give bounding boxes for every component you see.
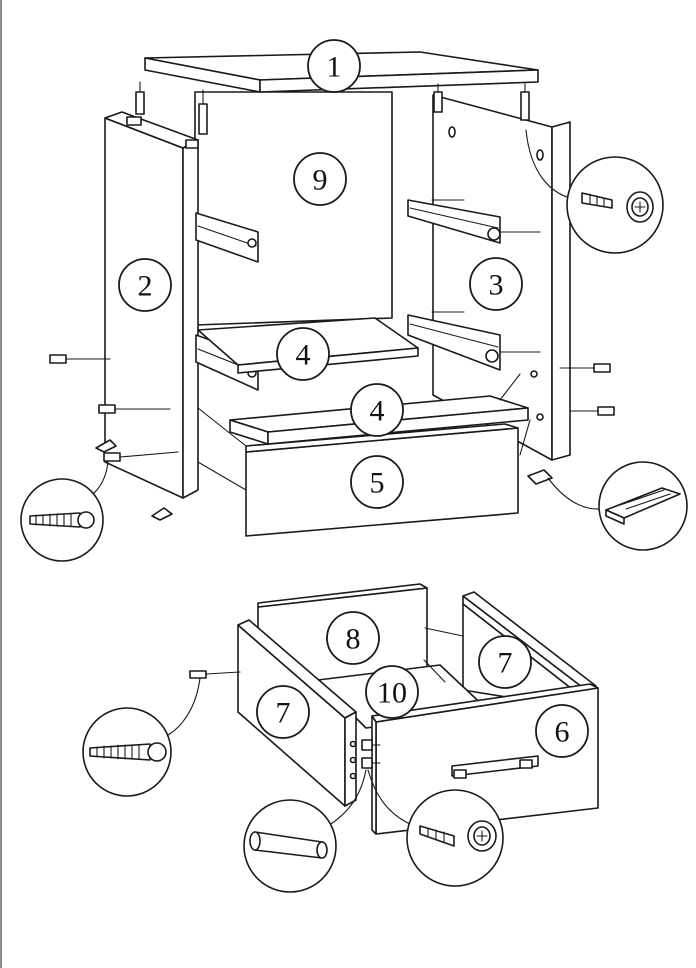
part-label-8: 8 xyxy=(326,611,380,665)
drawer-back-top xyxy=(257,583,428,608)
callout-drawer-screw xyxy=(82,677,201,797)
right-panel-hole xyxy=(536,149,544,161)
right-panel-hole xyxy=(448,126,456,138)
part-label-3: 3 xyxy=(469,257,523,311)
cam-fitting xyxy=(185,139,199,149)
right-runner-upper xyxy=(407,199,541,244)
plinth-line xyxy=(197,407,247,447)
bracket-icon xyxy=(605,487,681,525)
callout-screw xyxy=(20,460,109,562)
part-number-7-right: 7 xyxy=(498,647,513,680)
part-number-8: 8 xyxy=(346,623,361,656)
part-number-2: 2 xyxy=(138,270,153,303)
part-number-4-lower: 4 xyxy=(370,395,385,428)
dowel-screw-icon xyxy=(581,192,613,209)
left-screws xyxy=(49,354,179,521)
screw-icon xyxy=(29,511,95,529)
part-label-1: 1 xyxy=(307,39,361,93)
right-side-panel-edge xyxy=(551,121,571,461)
part-label-6: 6 xyxy=(535,704,589,758)
drawer-screw-line xyxy=(205,671,241,675)
plinth-line xyxy=(197,461,247,491)
base-guide-line xyxy=(424,627,464,637)
part-number-4-upper: 4 xyxy=(296,339,311,372)
back-panel xyxy=(194,91,393,326)
part-label-9: 9 xyxy=(293,152,347,206)
part-number-5: 5 xyxy=(370,467,385,500)
part-number-1: 1 xyxy=(327,51,342,84)
screw-icon xyxy=(89,742,167,762)
drawer-front-panel-side xyxy=(371,715,377,835)
part-number-6: 6 xyxy=(555,716,570,749)
top-dowels xyxy=(135,81,530,135)
drawer-handle xyxy=(451,755,539,779)
callout-runner-bracket xyxy=(547,461,688,551)
cam-fitting xyxy=(126,116,142,126)
part-label-4-upper: 4 xyxy=(276,327,330,381)
dowel-screw-icon xyxy=(419,825,455,847)
part-number-7-left: 7 xyxy=(276,697,291,730)
callout-dowel xyxy=(243,769,367,893)
drawer-fittings xyxy=(349,739,381,780)
part-number-10: 10 xyxy=(377,677,407,710)
left-runner-upper xyxy=(195,212,259,263)
part-label-10: 10 xyxy=(365,665,419,719)
part-label-7-right: 7 xyxy=(478,635,532,689)
cam-lock-icon xyxy=(626,191,654,223)
right-runner-lower xyxy=(407,311,541,371)
part-label-2: 2 xyxy=(118,258,172,312)
part-number-3: 3 xyxy=(489,269,504,302)
drawer-front-top xyxy=(245,423,519,453)
callout-drawer-cam-lock xyxy=(367,769,504,887)
right-screws xyxy=(499,363,615,485)
callout-cam-lock xyxy=(525,129,664,254)
cam-lock-icon xyxy=(467,820,497,852)
part-label-5: 5 xyxy=(350,455,404,509)
drawer-screw xyxy=(189,670,207,679)
part-label-7-left: 7 xyxy=(256,685,310,739)
drawer-right-side-front xyxy=(462,591,597,691)
part-label-4-lower: 4 xyxy=(350,383,404,437)
base-guide-line xyxy=(423,659,446,683)
left-side-panel-edge xyxy=(182,139,199,499)
dowel-icon xyxy=(249,831,328,859)
part-number-9: 9 xyxy=(313,164,328,197)
